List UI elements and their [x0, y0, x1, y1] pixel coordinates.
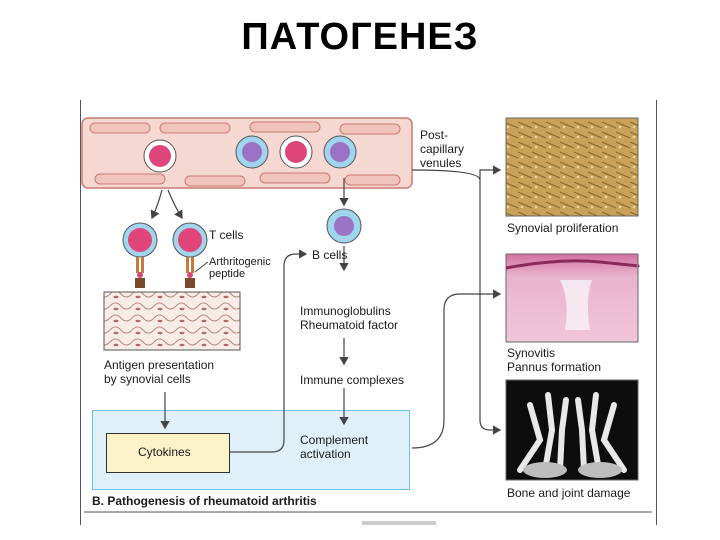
arrow-t-cell-right [167, 189, 183, 220]
rheumatoid-factor-label: Rheumatoid factor [300, 318, 399, 332]
antigen-presentation-label-1: Antigen presentation [104, 358, 215, 372]
t-cell-left [122, 222, 158, 288]
immune-complexes-label: Immune complexes [300, 373, 405, 387]
b-cells-label: B cells [312, 248, 348, 262]
scroll-indicator [362, 521, 436, 525]
antigen-presentation-label-2: by synovial cells [104, 372, 191, 386]
synovial-proliferation-label: Synovial proliferation [507, 221, 619, 235]
cytokines-label: Cytokines [138, 445, 191, 459]
b-cell-in-vessel [235, 135, 269, 169]
immunoglobulins-label: Immunoglobulins [300, 304, 391, 318]
t-cell-in-vessel [279, 135, 313, 169]
complement-label-1: Complement [300, 433, 369, 447]
arthritogenic-label-1: Arthritogenic [209, 256, 271, 268]
arrow-to-proliferation [479, 165, 502, 180]
cytokines-box [106, 433, 230, 473]
b-cell-in-vessel [323, 135, 357, 169]
page-title: ПАТОГЕНЕЗ [241, 16, 479, 58]
synovial-tissue [103, 291, 241, 351]
arthritogenic-label-2: peptide [209, 268, 246, 280]
synovitis-label: Synovitis [507, 346, 556, 360]
b-cell [326, 208, 362, 244]
synovitis-image [505, 253, 640, 343]
peptide-pointer [194, 261, 209, 273]
arrow-t-cell-left [150, 189, 163, 220]
bone-joint-damage-label: Bone and joint damage [507, 486, 631, 500]
pannus-formation-label: Pannus formation [507, 360, 602, 374]
post-capillary-label-1: Post- [420, 128, 449, 142]
arrow-cytokines-to-b-cells [230, 249, 308, 453]
bone-damage-xray-image [505, 379, 639, 481]
arrow-to-bone-damage [411, 169, 502, 435]
post-capillary-label-3: venules [420, 156, 462, 170]
figure-caption: B. Pathogenesis of rheumatoid arthritis [92, 494, 317, 508]
arrow-to-synovitis [411, 289, 502, 449]
t-cell-right [172, 222, 208, 288]
complement-label-2: activation [300, 447, 351, 461]
t-cell-in-vessel [143, 139, 177, 173]
post-capillary-label-2: capillary [420, 142, 465, 156]
figure-frame [80, 100, 657, 525]
t-cells-label: T cells [209, 228, 244, 242]
synovial-proliferation-image [505, 117, 639, 217]
